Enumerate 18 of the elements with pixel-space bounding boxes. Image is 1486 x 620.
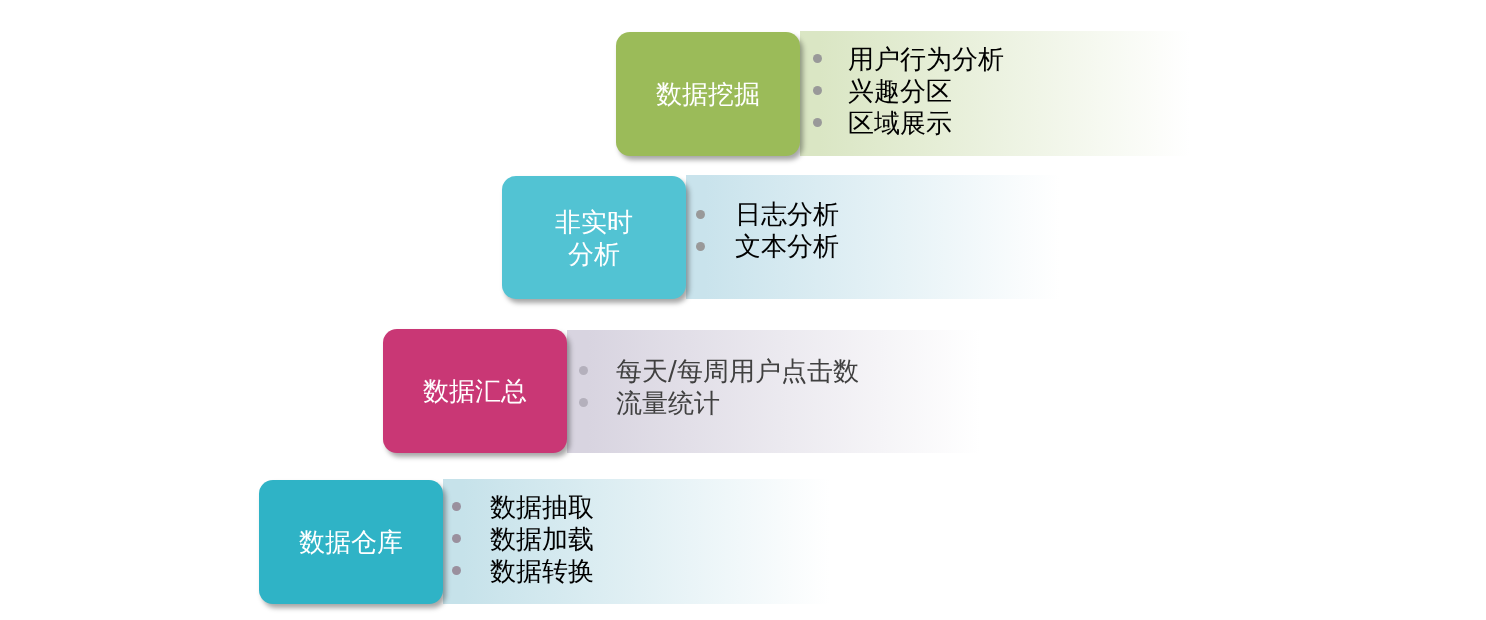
list-item-text: 用户行为分析 — [848, 42, 1004, 75]
list-item-text: 数据抽取 — [490, 490, 594, 523]
stage-box — [502, 176, 686, 299]
stage-title: 数据汇总 — [423, 375, 527, 407]
list-item-text: 每天/每周用户点击数 — [616, 354, 859, 387]
list-item-text: 数据转换 — [490, 554, 594, 587]
list-item-text: 区域展示 — [848, 106, 952, 139]
list-item-text: 数据加载 — [490, 522, 594, 555]
list-item-text: 兴趣分区 — [848, 74, 952, 107]
stage-box — [616, 32, 800, 156]
stage-box — [383, 329, 567, 453]
stage-title: 非实时分析 — [554, 205, 634, 270]
stage-title: 数据仓库 — [299, 526, 403, 558]
list-item-text: 日志分析 — [735, 198, 839, 230]
stage-box — [259, 480, 443, 604]
list-item-text: 文本分析 — [735, 230, 839, 262]
stage-title: 数据挖掘 — [656, 78, 760, 110]
list-item-text: 流量统计 — [616, 386, 720, 419]
